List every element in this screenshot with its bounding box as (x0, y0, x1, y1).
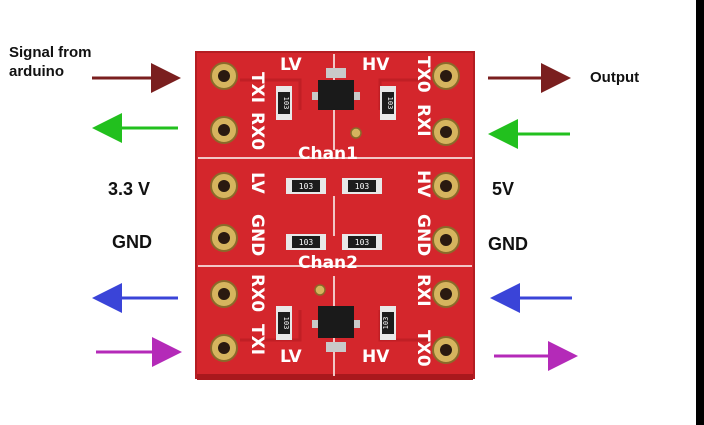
resistor-mid-2: 103 (342, 178, 382, 194)
via-top (350, 127, 362, 139)
right-edge-bar (696, 0, 704, 425)
pad-hv (432, 172, 460, 200)
silk-hv-mid: HV (413, 170, 433, 198)
resistor-mid-1: 103 (286, 178, 326, 194)
silk-rx0-left: RX0 (247, 112, 267, 150)
resistor-bottom-left: 103 (276, 306, 292, 340)
silk-chan1: Chan1 (298, 144, 358, 164)
signal-from-label: Signal from (9, 44, 92, 61)
pad-tx0-right-b (432, 336, 460, 364)
silk-gnd-right: GND (413, 214, 433, 256)
via-bottom (314, 284, 326, 296)
arduino-label: arduino (9, 63, 64, 80)
pad-gnd-left (210, 224, 238, 252)
silk-tx1-left-b: TXI (247, 324, 267, 355)
svg-text:103: 103 (299, 238, 314, 247)
silk-tx0-right: TX0 (413, 56, 433, 93)
silk-hv-bottom: HV (362, 347, 390, 367)
pad-rx1-right-b (432, 280, 460, 308)
silk-lv-bottom: LV (280, 347, 302, 367)
svg-text:103: 103 (282, 317, 290, 330)
silk-lv-top: LV (280, 55, 302, 75)
silk-gnd-left: GND (247, 214, 267, 256)
resistor-top-right: 103 (380, 86, 396, 120)
svg-text:103: 103 (386, 97, 394, 110)
pad-gnd-right (432, 226, 460, 254)
resistor-top-left: 103 (276, 86, 292, 120)
pad-rx1-right (432, 118, 460, 146)
mosfet-bottom (312, 306, 360, 352)
svg-text:103: 103 (355, 182, 370, 191)
gnd-right-label: GND (488, 234, 528, 254)
gnd-left-label: GND (112, 232, 152, 252)
pad-rx0-left-b (210, 280, 238, 308)
silk-chan2: Chan2 (298, 253, 358, 273)
silk-tx0-right-b: TX0 (413, 330, 433, 367)
pad-rx0-left (210, 116, 238, 144)
pad-tx1-left-b (210, 334, 238, 362)
low-voltage-label: 3.3 V (108, 179, 151, 199)
silk-rx0-left-b: RX0 (247, 274, 267, 312)
resistor-mid-4: 103 (342, 234, 382, 250)
svg-text:103: 103 (282, 97, 290, 110)
svg-text:103: 103 (299, 182, 314, 191)
resistor-mid-3: 103 (286, 234, 326, 250)
high-voltage-label: 5V (492, 179, 515, 199)
silk-lv-mid: LV (247, 172, 267, 194)
silk-hv-top: HV (362, 55, 390, 75)
silk-rx1-right-b: RXI (413, 274, 433, 307)
pad-tx0-right (432, 62, 460, 90)
mosfet-top (312, 68, 360, 110)
pad-tx1-left (210, 62, 238, 90)
silk-tx1-left: TXI (247, 72, 267, 103)
svg-text:103: 103 (382, 317, 390, 330)
pad-lv (210, 172, 238, 200)
svg-text:103: 103 (355, 238, 370, 247)
silk-rx1-right: RXI (413, 104, 433, 137)
output-label: Output (590, 69, 640, 86)
resistor-bottom-right: 103 (380, 306, 396, 340)
